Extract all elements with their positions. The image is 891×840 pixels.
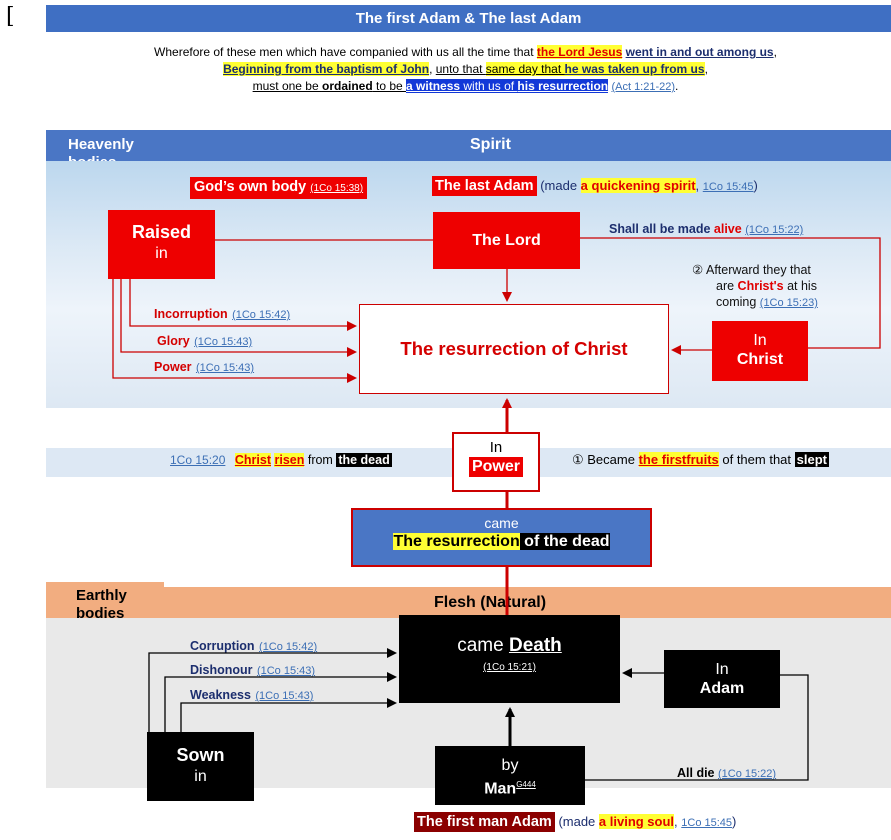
gods-body-ref[interactable]: (1Co 15:38) bbox=[310, 183, 364, 194]
gods-body-label: God’s own body (1Co 15:38) bbox=[190, 177, 368, 199]
incorruption-label: Incorruption (1Co 15:42) bbox=[154, 307, 291, 321]
verse-line-1: Wherefore of these men which have compan… bbox=[154, 45, 777, 59]
verse-block: Wherefore of these men which have compan… bbox=[40, 44, 891, 96]
verse-line-3: must one be ordained to be a witness wit… bbox=[252, 79, 679, 93]
earthly-band bbox=[46, 587, 891, 618]
dishonour-ref[interactable]: (1Co 15:43) bbox=[256, 665, 316, 677]
living-soul: a living soul bbox=[598, 814, 675, 829]
first-man-adam-line: The first man Adam (made a living soul, … bbox=[414, 812, 736, 832]
death-ref[interactable]: (1Co 15:21) bbox=[483, 662, 536, 673]
verse-baptism: Beginning from the baptism of John bbox=[223, 62, 430, 76]
the-lord-box: The Lord bbox=[433, 212, 580, 269]
all-die-label: All die (1Co 15:22) bbox=[677, 766, 777, 780]
raised-in-box: Raised in bbox=[108, 210, 215, 279]
verse-lord-jesus: the Lord Jesus bbox=[536, 45, 623, 59]
power-ref[interactable]: (1Co 15:43) bbox=[195, 362, 255, 374]
verse-line-2: Beginning from the baptism of John, unto… bbox=[223, 62, 708, 76]
title-bar: The first Adam & The last Adam bbox=[46, 5, 891, 32]
dishonour-label: Dishonour (1Co 15:43) bbox=[190, 663, 316, 677]
weakness-ref[interactable]: (1Co 15:43) bbox=[255, 690, 314, 702]
christ-risen-line: 1Co 15:20 Christ risen from the dead bbox=[170, 453, 392, 467]
corruption-label: Corruption (1Co 15:42) bbox=[190, 639, 318, 653]
page-title: The first Adam & The last Adam bbox=[355, 10, 582, 27]
christ-risen-ref[interactable]: 1Co 15:20 bbox=[170, 453, 226, 467]
verse-went-in-out: went in and out among us bbox=[625, 45, 774, 59]
firstfruits-line: ① Became the firstfruits of them that sl… bbox=[572, 452, 829, 467]
verse-taken-up: he was taken up from us bbox=[564, 62, 705, 76]
in-power-box: In Power bbox=[452, 432, 540, 492]
verse-resurrection: his resurrection bbox=[517, 79, 609, 93]
shall-alive-label: Shall all be made alive (1Co 15:22) bbox=[609, 222, 804, 236]
verse-witness: a witness bbox=[406, 79, 461, 93]
corruption-ref[interactable]: (1Co 15:42) bbox=[259, 641, 318, 653]
resurrection-of-christ-box: The resurrection of Christ bbox=[359, 304, 669, 394]
power-label: Power (1Co 15:43) bbox=[154, 360, 255, 374]
flesh-title: Flesh (Natural) bbox=[434, 594, 547, 611]
last-adam-label: The last Adam bbox=[432, 176, 537, 196]
afterward-text: ② Afterward they that are Christ's at hi… bbox=[692, 263, 818, 309]
quickening-spirit: a quickening spirit bbox=[580, 178, 696, 193]
living-soul-ref[interactable]: 1Co 15:45 bbox=[681, 817, 733, 829]
heavenly-band bbox=[46, 130, 891, 161]
glory-label: Glory (1Co 15:43) bbox=[157, 334, 253, 348]
spirit-title: Spirit bbox=[470, 136, 511, 153]
by-man-box: by ManG444 bbox=[435, 746, 585, 805]
glory-ref[interactable]: (1Co 15:43) bbox=[194, 336, 253, 348]
in-adam-box: In Adam bbox=[664, 650, 780, 708]
last-adam-ref[interactable]: 1Co 15:45 bbox=[702, 181, 754, 193]
in-christ-box: In Christ bbox=[712, 321, 808, 381]
weakness-label: Weakness (1Co 15:43) bbox=[190, 688, 314, 702]
came-death-box: came Death (1Co 15:21) bbox=[399, 615, 620, 703]
incorruption-ref[interactable]: (1Co 15:42) bbox=[232, 309, 291, 321]
sown-in-box: Sown in bbox=[147, 732, 254, 801]
side-bracket: [ bbox=[6, 4, 15, 29]
last-adam-line: The last Adam (made a quickening spirit,… bbox=[432, 176, 758, 196]
acts-ref-link[interactable]: (Act 1:21-22) bbox=[611, 81, 676, 93]
afterward-ref[interactable]: (1Co 15:23) bbox=[759, 297, 818, 309]
shall-alive-ref[interactable]: (1Co 15:22) bbox=[745, 224, 804, 236]
came-resurrection-box: came The resurrection of the dead bbox=[351, 508, 652, 567]
first-man-adam-label: The first man Adam bbox=[414, 812, 555, 832]
all-die-ref[interactable]: (1Co 15:22) bbox=[717, 768, 777, 780]
